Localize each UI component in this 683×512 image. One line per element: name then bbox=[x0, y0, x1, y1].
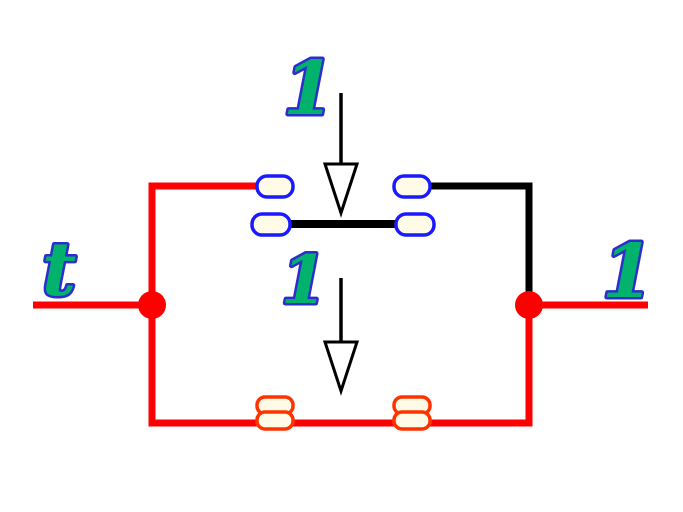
terminal-bottom-right-lower bbox=[392, 410, 432, 431]
press-arrow-top-head bbox=[322, 162, 360, 218]
junction-left bbox=[138, 291, 166, 319]
wire-red-loop bbox=[148, 182, 533, 427]
label-output-value: 1 bbox=[602, 229, 654, 315]
junction-right bbox=[515, 291, 543, 319]
press-arrow-bottom-head bbox=[322, 340, 360, 396]
label-bottom-button-value: 1 bbox=[281, 241, 327, 319]
terminal-bottom-left-lower bbox=[255, 410, 295, 431]
wire-top-right-black bbox=[428, 182, 533, 298]
pushbutton-top[interactable] bbox=[250, 93, 436, 237]
press-arrow-top bbox=[322, 93, 360, 218]
press-arrow-bottom bbox=[322, 278, 360, 396]
terminal-top-left-lower bbox=[250, 212, 292, 237]
label-source-value: t bbox=[42, 227, 76, 313]
terminal-top-left-upper bbox=[255, 174, 295, 199]
terminal-top-right-lower bbox=[394, 212, 436, 237]
terminal-top-right-upper bbox=[392, 174, 432, 199]
label-top-button-value: 1 bbox=[283, 46, 335, 132]
pushbutton-bottom[interactable] bbox=[255, 278, 432, 431]
